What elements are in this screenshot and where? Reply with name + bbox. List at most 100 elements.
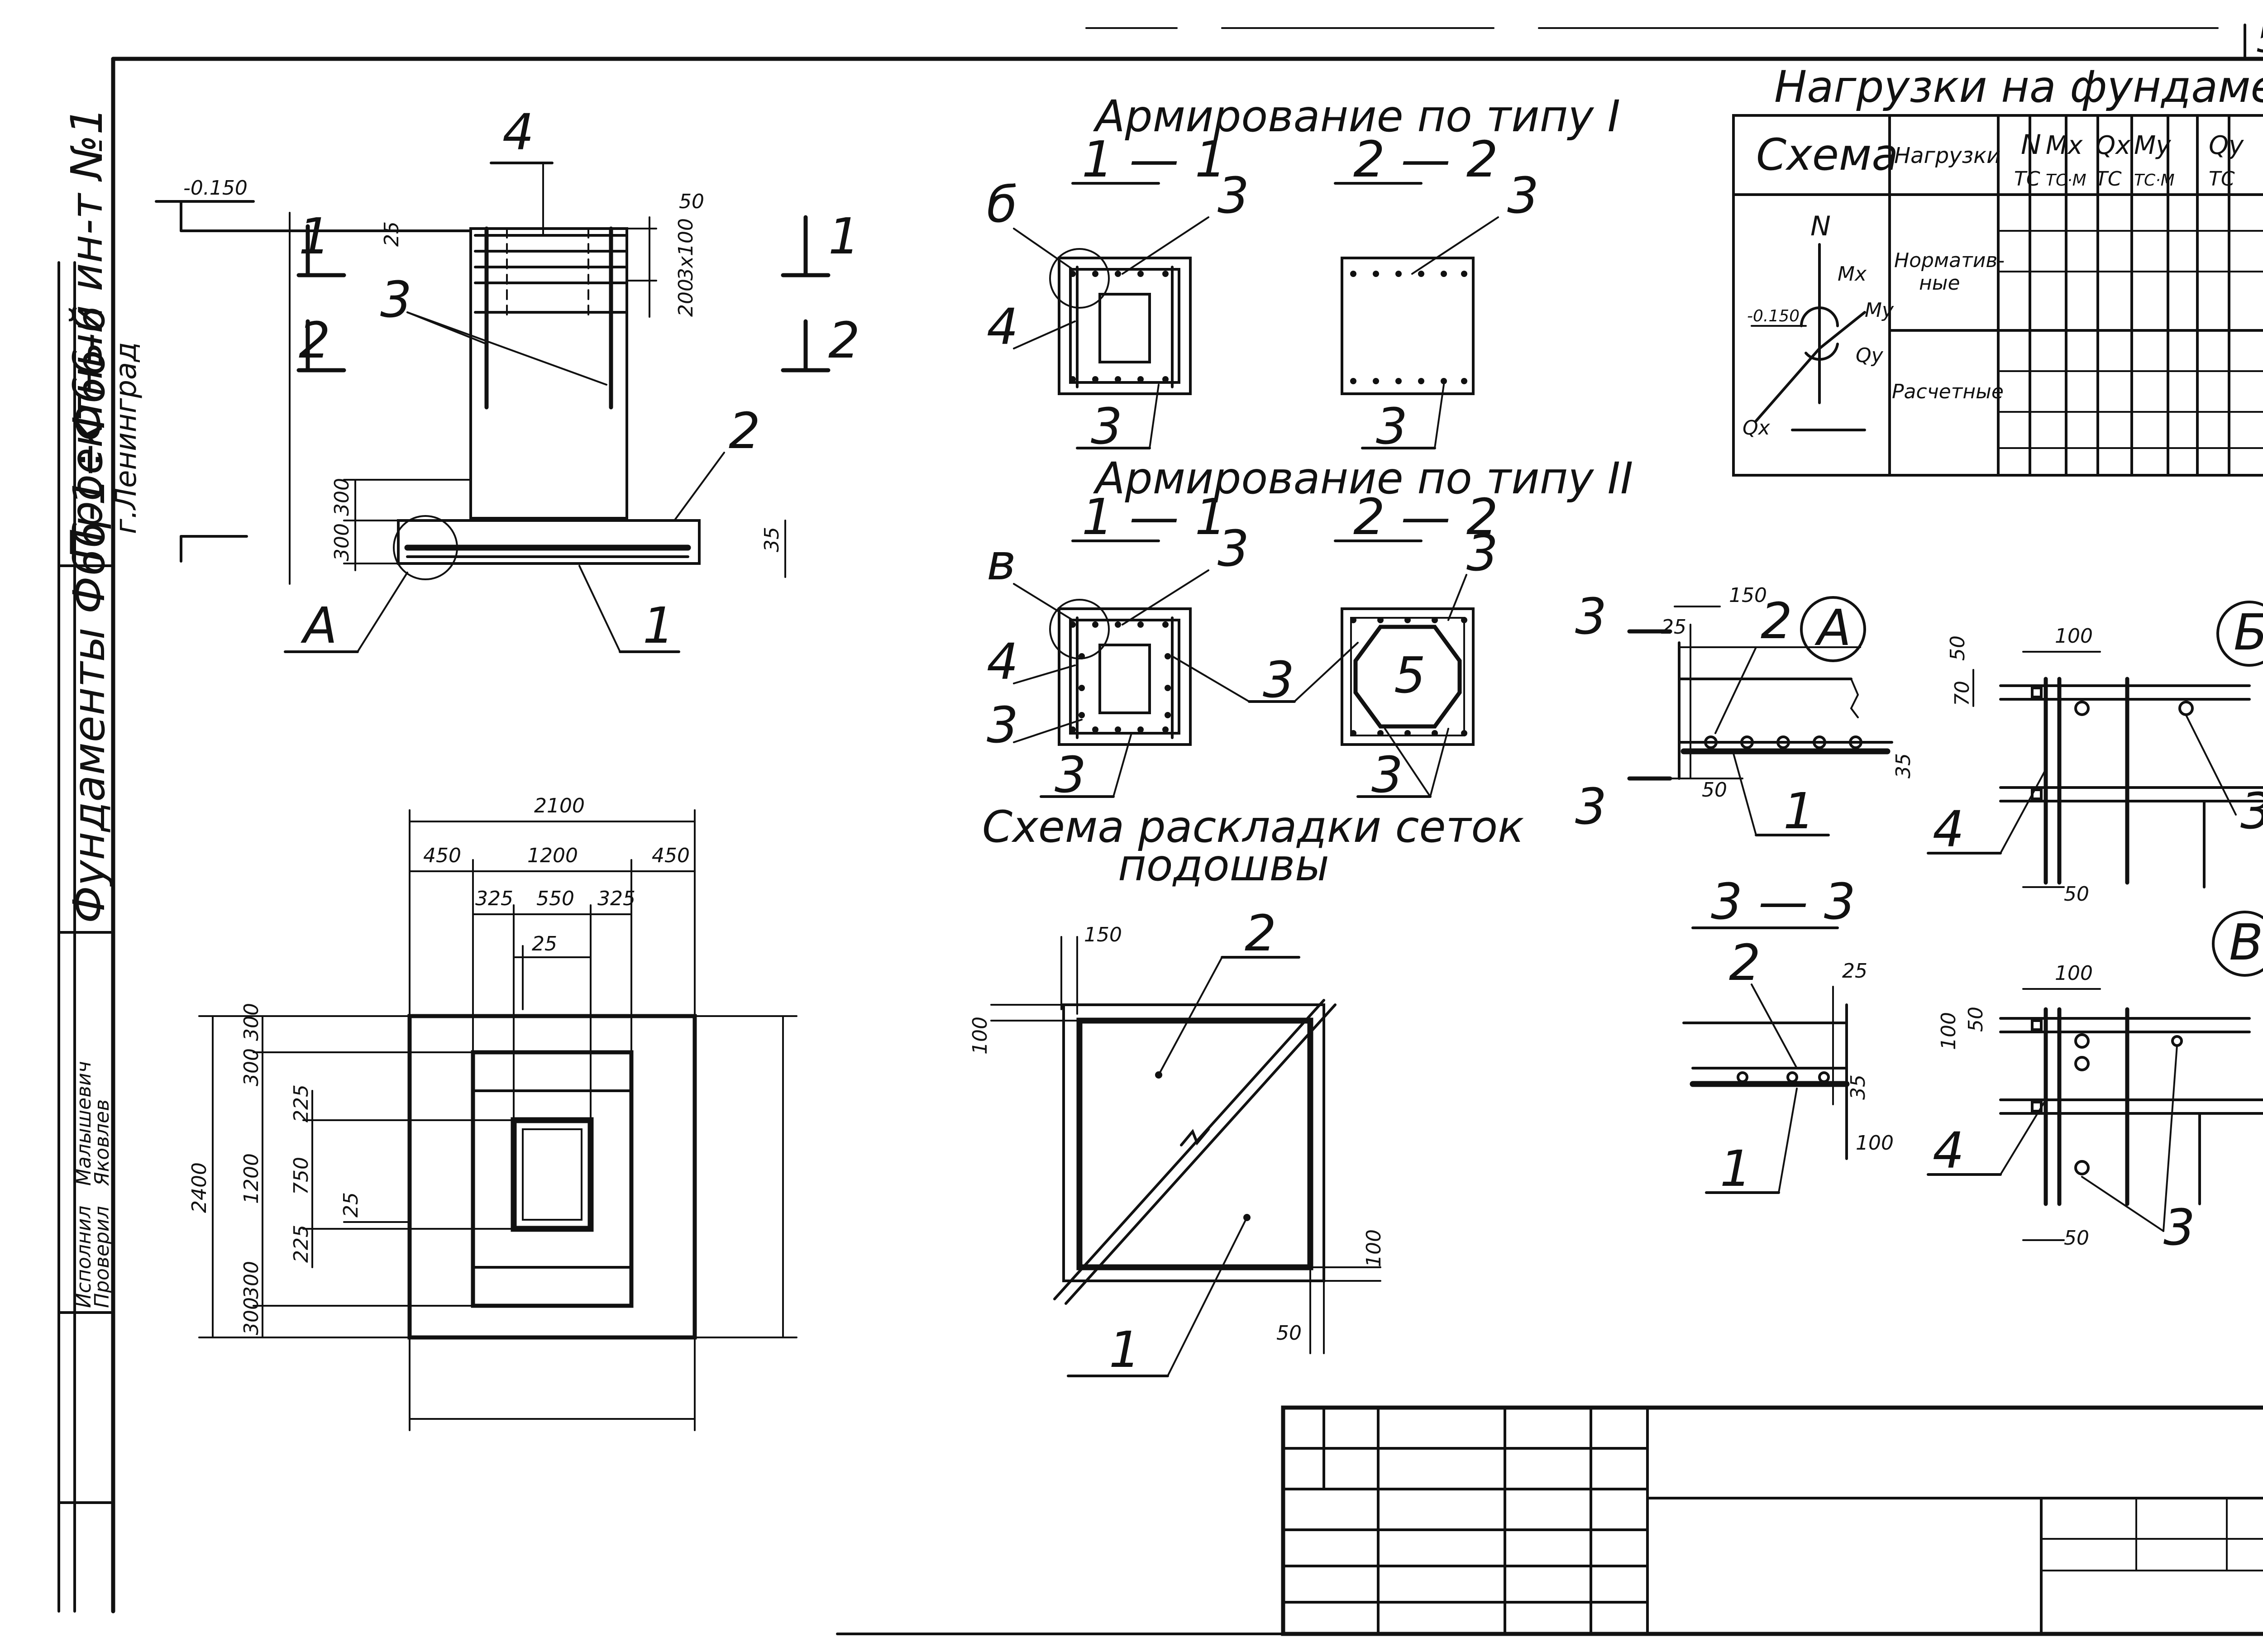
detailV-dim-50: 50: [1964, 1007, 1987, 1032]
reinf2-title: Армирование по типу II: [1093, 453, 1633, 504]
row-normative: Норматив-: [1894, 249, 2005, 272]
dim-50: 50: [679, 190, 704, 213]
cut-2-right: 2: [828, 311, 860, 369]
mesh-dim-150: 150: [1084, 923, 1122, 946]
detailB-label: Б: [2234, 603, 2263, 661]
col-qx: Qx: [2096, 131, 2131, 160]
sec33-callout-2: 2: [1729, 934, 1761, 992]
col-mx: Mx: [2046, 131, 2083, 160]
sec33-title: 3 — 3: [1711, 873, 1856, 931]
dim-3x100: 3x100: [674, 218, 697, 281]
detail-V: В 100 50 100 50 4 3: [1927, 911, 2263, 1256]
reinf1-title: Армирование по типу I: [1093, 91, 1620, 142]
row-normative-2: ные: [1919, 272, 1960, 295]
callout-4: 4: [502, 103, 534, 161]
dim-200: 200: [674, 279, 697, 317]
scheme-n: N: [1810, 210, 1831, 242]
reinf2-callout-3f: 3: [1371, 746, 1403, 804]
loads-table: Нагрузки на фундамент Схема Нагрузки N Т…: [1732, 62, 2263, 477]
col-n-unit: ТС: [2014, 167, 2040, 191]
col-my-unit: ТС·М: [2134, 171, 2175, 190]
stamp-name-1: Малышевич: [72, 1061, 95, 1186]
dim-35: 35: [760, 527, 783, 552]
plan-dim-325-l: 325: [475, 887, 513, 910]
detailA-dim-50: 50: [1702, 778, 1727, 802]
plan-dim-1200v: 1200: [240, 1153, 263, 1204]
callout-3: 3: [380, 271, 412, 329]
reinf1-callout-3a: 3: [1217, 167, 1249, 224]
dim-300-a: 300: [330, 478, 353, 516]
reinf1-sec22: 2 — 2: [1353, 130, 1498, 188]
loads-title: Нагрузки на фундамент: [1774, 62, 2263, 112]
plan-dim-300a: 300: [240, 1003, 263, 1041]
mesh-callout-1: 1: [1109, 1321, 1141, 1379]
cut-1-right: 1: [828, 207, 860, 265]
detailV-callout-4: 4: [1933, 1122, 1964, 1179]
callout-2: 2: [729, 402, 760, 460]
col-qx-unit: ТС: [2096, 167, 2122, 191]
reinf1-callout-3b: 3: [1091, 397, 1122, 455]
stamp-name-2: Яковлев: [91, 1099, 114, 1186]
plan-dim-300c: 300: [240, 1261, 263, 1299]
reinf2-callout-3c: 3: [1055, 746, 1086, 804]
detailB-callout-3: 3: [2240, 782, 2263, 840]
sec33-dim-25: 25: [1842, 960, 1867, 983]
col-qy: Qy: [2209, 131, 2244, 160]
plan-dim-750: 750: [290, 1157, 313, 1195]
plan-dim-2100: 2100: [534, 794, 585, 817]
callout-A: А: [301, 597, 337, 654]
reinf1-callout-3d: 3: [1376, 397, 1408, 455]
reinf1-sec11: 1 — 1: [1082, 130, 1227, 188]
detailA-cut-bottom: 3: [1575, 778, 1607, 836]
plan-dim-325-r: 325: [597, 887, 635, 910]
col-scheme: Схема: [1756, 129, 1898, 180]
col-qy-unit: ТС: [2209, 167, 2235, 191]
detailB-callout-4: 4: [1933, 800, 1964, 858]
plan-dim-2400: 2400: [188, 1162, 211, 1213]
stamp-title: Фундаменты Ф66-1÷Ф66-6: [64, 306, 115, 923]
row-design: Расчетные: [1892, 380, 2004, 403]
plan-dim-225a: 225: [290, 1084, 313, 1122]
detailV-label: В: [2229, 913, 2263, 971]
sec33-dim-100: 100: [1856, 1132, 1894, 1155]
reinforcement-type-2: Армирование по типу II 1 — 1 2 — 2 в 3: [987, 453, 1633, 804]
detailA-dim-150: 150: [1729, 584, 1767, 607]
reinf2-callout-3a: 3: [1217, 520, 1249, 578]
col-loads: Нагрузки: [1894, 143, 2000, 168]
plan-dim-450-r: 450: [652, 844, 690, 867]
col-n: N: [2021, 129, 2041, 161]
plan-dim-225b: 225: [290, 1225, 313, 1263]
col-mx-unit: ТС·М: [2046, 171, 2086, 190]
plan-dim-300b: 300: [240, 1048, 263, 1086]
reinf2-callout-4: 4: [987, 633, 1018, 691]
detailB-dim-70: 70: [1951, 681, 1974, 706]
detailA-dim-25: 25: [1661, 616, 1686, 639]
mesh-dim-50: 50: [1276, 1322, 1302, 1345]
detailA-callout-2: 2: [1761, 592, 1792, 650]
dim-25: 25: [380, 221, 403, 247]
sec33-callout-1: 1: [1720, 1140, 1752, 1198]
detailB-dim-50: 50: [1946, 635, 1969, 661]
scheme-qy: Qy: [1856, 344, 1884, 367]
detail-B: Б 100 50 70 50 4 3: [1927, 601, 2263, 906]
cut-2-left: 2: [299, 311, 330, 369]
scheme-mx: Mx: [1838, 263, 1867, 286]
plan-dim-550: 550: [536, 887, 574, 910]
callout-1: 1: [643, 597, 674, 654]
detailB-dim-50b: 50: [2064, 883, 2089, 906]
detailV-dim-50b: 50: [2064, 1227, 2089, 1250]
detailV-dim-100b: 100: [1937, 1012, 1960, 1050]
stamp-city: г.Ленинград: [110, 342, 143, 534]
detailA-cut-top: 3: [1575, 587, 1607, 645]
reinf2-callout-5: 5: [1394, 646, 1426, 704]
stamp-role-2: Проверил: [91, 1206, 114, 1308]
reinf2-sec22: 2 — 2: [1353, 488, 1498, 546]
reinf1-callout-3c: 3: [1507, 167, 1539, 224]
reinforcement-type-1: Армирование по типу I 1 — 1 2 — 2 б 3 4 …: [987, 91, 1620, 455]
detailB-dim-100: 100: [2055, 625, 2093, 648]
col-my: My: [2134, 131, 2171, 160]
sec33-dim-35: 35: [1847, 1074, 1870, 1100]
page-number: 52: [2256, 18, 2263, 61]
stamp-institute: Проектный ин-т №1: [62, 107, 112, 561]
